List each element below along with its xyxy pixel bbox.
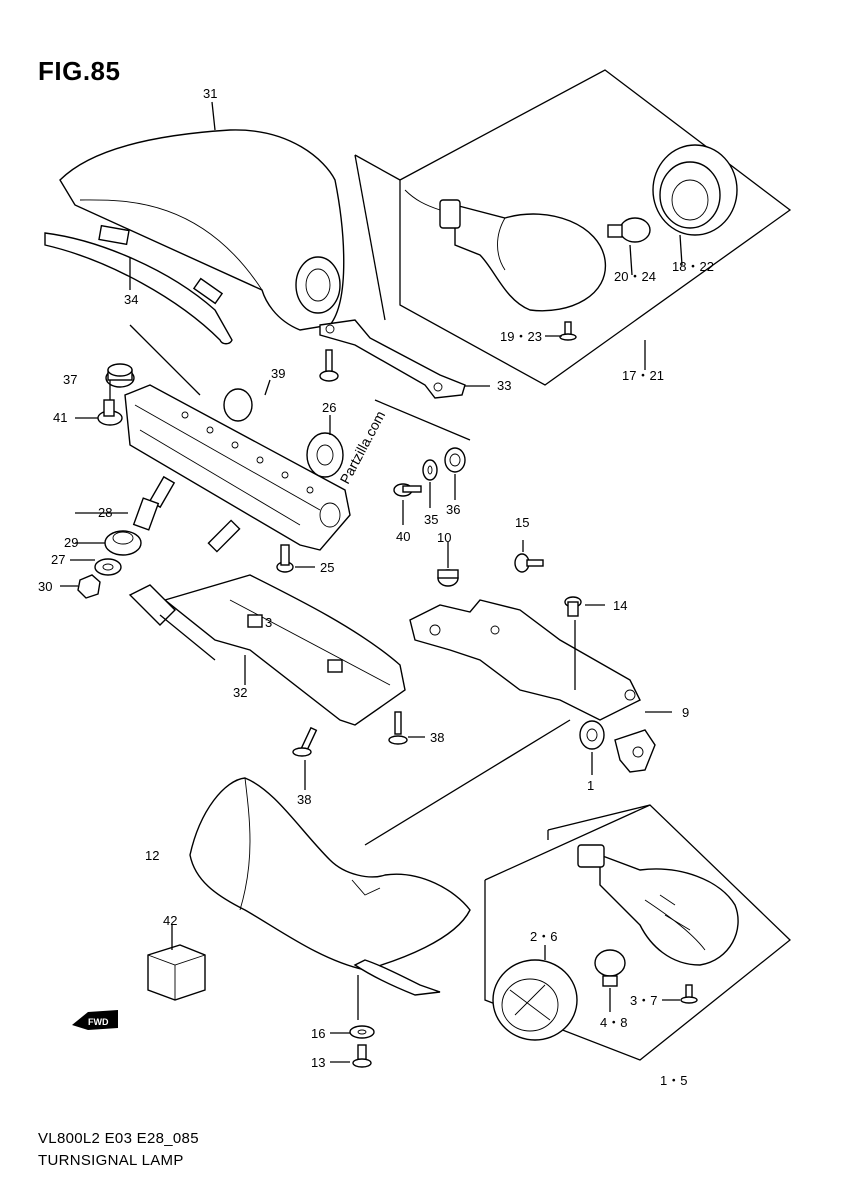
front-turnsignal-assembly-box <box>484 804 791 1061</box>
diagram-subtitle: TURNSIGNAL LAMP <box>38 1152 184 1169</box>
washer-27[interactable] <box>94 558 122 576</box>
stud-right[interactable] <box>207 519 241 553</box>
rear-turnsignal-assembly-box <box>354 69 792 386</box>
callout-1: 1 <box>587 778 594 793</box>
grommet-29[interactable] <box>104 530 142 556</box>
callout-20-24: 20・24 <box>614 269 656 284</box>
grommet-36[interactable] <box>444 447 466 473</box>
rear-fender-cover[interactable] <box>59 101 345 331</box>
callout-18-22: 18・22 <box>672 259 714 274</box>
rear-screw[interactable] <box>559 321 577 341</box>
callout-15: 15 <box>515 515 529 530</box>
screw-15[interactable] <box>514 553 544 573</box>
callout-12: 12 <box>145 848 159 863</box>
collar-10[interactable] <box>437 569 459 587</box>
callout-2-6: 2・6 <box>530 929 557 944</box>
front-screw[interactable] <box>680 984 698 1004</box>
front-arrow-text: FWD <box>88 1017 109 1027</box>
watermark: Partzilla.com <box>337 408 389 486</box>
main-mount-bracket[interactable] <box>124 384 351 551</box>
lower-bracket-32[interactable] <box>128 574 406 726</box>
screw-39[interactable] <box>319 349 339 382</box>
screw-40[interactable] <box>393 483 422 497</box>
callout-34: 34 <box>124 292 138 307</box>
callout-14: 14 <box>613 598 627 613</box>
washer-16[interactable] <box>349 1025 375 1039</box>
screw-41[interactable] <box>97 399 123 426</box>
callout-3-7: 3・7 <box>630 993 657 1008</box>
callout-26: 26 <box>322 400 336 415</box>
screw-38-a[interactable] <box>388 711 408 745</box>
callout-3: 3 <box>265 615 272 630</box>
relay-42[interactable] <box>147 925 206 1001</box>
spacer-28[interactable] <box>132 497 160 531</box>
callout-25: 25 <box>320 560 334 575</box>
front-turnsignal-lamp[interactable] <box>577 844 739 966</box>
callout-36: 36 <box>446 502 460 517</box>
callout-31: 31 <box>203 86 217 101</box>
grommet-37[interactable] <box>105 363 135 388</box>
collar-1[interactable] <box>579 720 605 750</box>
callout-17-21: 17・21 <box>622 368 664 383</box>
rear-turnsignal-lamp[interactable] <box>404 189 606 312</box>
callout-33: 33 <box>497 378 511 393</box>
callout-35: 35 <box>424 512 438 527</box>
front-arrow-icon: FWD <box>72 1010 118 1030</box>
callout-38-a: 38 <box>430 730 444 745</box>
washer-35[interactable] <box>422 459 438 481</box>
front-lens[interactable] <box>492 959 578 1041</box>
front-cover-12[interactable] <box>189 777 471 996</box>
callout-30: 30 <box>38 579 52 594</box>
bracket-33[interactable] <box>319 319 490 399</box>
callout-32: 32 <box>233 685 247 700</box>
callout-13: 13 <box>311 1055 325 1070</box>
callout-4-8: 4・8 <box>600 1015 627 1030</box>
callout-40: 40 <box>396 529 410 544</box>
callout-1-5: 1・5 <box>660 1073 687 1088</box>
callout-10: 10 <box>437 530 451 545</box>
front-bulb[interactable] <box>594 949 626 987</box>
callout-39: 39 <box>271 366 285 381</box>
figure-title: FIG.85 <box>38 56 121 86</box>
callout-19-23: 19・23 <box>500 329 542 344</box>
diagram-code: VL800L2 E03 E28_085 <box>38 1130 199 1147</box>
screw-25[interactable] <box>276 544 294 573</box>
rear-lens[interactable] <box>652 144 738 236</box>
callout-37: 37 <box>63 372 77 387</box>
callout-41: 41 <box>53 410 67 425</box>
callout-38-b: 38 <box>297 792 311 807</box>
nut-30[interactable] <box>77 574 101 599</box>
screw-38-b[interactable] <box>292 726 318 757</box>
callout-27: 27 <box>51 552 65 567</box>
rear-bulb[interactable] <box>607 217 651 243</box>
callout-9: 9 <box>682 705 689 720</box>
bolt-14[interactable] <box>564 596 582 617</box>
callout-28: 28 <box>98 505 112 520</box>
callout-42: 42 <box>163 913 177 928</box>
callout-16: 16 <box>311 1026 325 1041</box>
front-bracket[interactable] <box>409 599 656 773</box>
callout-29: 29 <box>64 535 78 550</box>
screw-13[interactable] <box>352 1044 372 1068</box>
trim-strip[interactable] <box>44 224 233 345</box>
